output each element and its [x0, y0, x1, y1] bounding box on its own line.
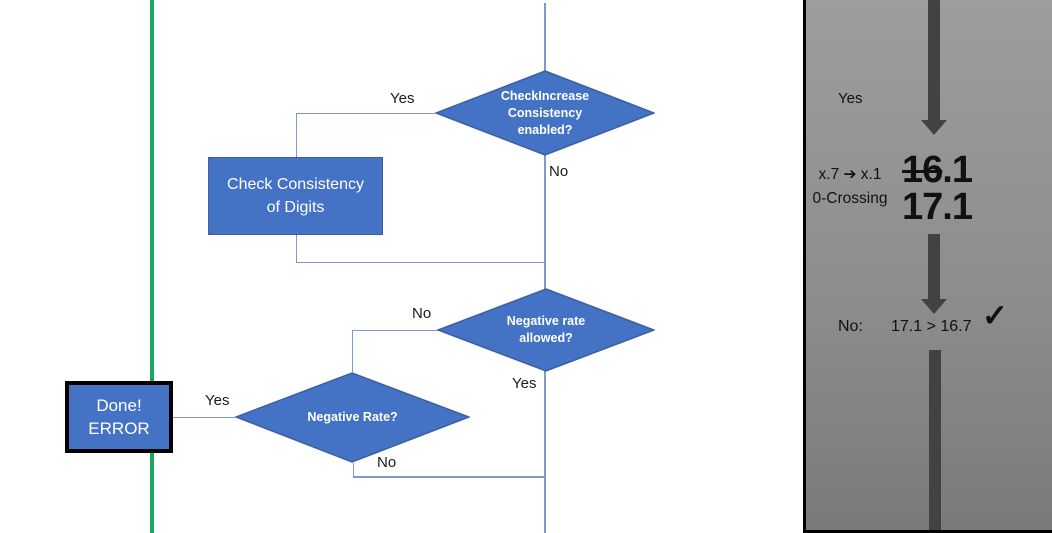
connector-yes1-vertical — [295, 113, 297, 157]
decision-negative-rate-allowed: Negative rate allowed? — [437, 288, 655, 372]
connector-return-horizontal — [296, 261, 545, 263]
label-no-check-increase: No — [549, 163, 569, 180]
terminator-text-line: Done! — [96, 396, 142, 415]
side-panel: Yes x.7 ➔ x.1 0-Crossing 16.1 17.1 No: 1… — [803, 0, 1052, 533]
connector-yes1-horizontal — [296, 112, 435, 114]
connector-process-down — [295, 235, 297, 263]
decision-text-line: Consistency — [507, 105, 583, 120]
connector-no2-horizontal — [352, 329, 440, 331]
diamond-shape — [235, 372, 470, 463]
process-text-line: Check Consistency — [227, 176, 364, 193]
down-arrow-1-icon — [921, 120, 947, 135]
decision-text-line: Negative rate — [506, 314, 586, 328]
down-arrow-1-shaft — [928, 0, 940, 121]
old-value: 16.1 — [902, 149, 973, 191]
label-no-negative-rate: No — [377, 454, 397, 471]
value-correction: 16.1 17.1 — [902, 149, 973, 228]
connector-no3-horizontal — [353, 476, 545, 478]
green-vertical-line — [150, 0, 154, 533]
rule-annotation: x.7 ➔ x.1 0-Crossing — [806, 163, 894, 211]
terminator-text-line: ERROR — [88, 419, 150, 438]
decision-text-line: allowed? — [519, 331, 573, 345]
new-value: 17.1 — [902, 186, 973, 228]
decision-negative-rate-text: Negative Rate? — [235, 372, 470, 463]
checkmark-icon: ✓ — [982, 298, 1008, 333]
down-arrow-3-shaft — [929, 350, 941, 530]
process-check-consistency: Check Consistency of Digits — [208, 157, 383, 235]
decision-check-increase-text: CheckIncrease Consistency enabled? — [435, 70, 655, 156]
process-text-line: of Digits — [266, 199, 325, 216]
rule-line-2: 0-Crossing — [812, 190, 888, 207]
connector-yes3-horizontal — [173, 416, 235, 418]
rule-line-1: x.7 ➔ x.1 — [818, 166, 882, 183]
old-value-rest: .1 — [942, 149, 973, 191]
panel-yes-label: Yes — [838, 90, 863, 107]
connector-no2-vertical — [351, 330, 353, 372]
connector-no3-vertical — [352, 463, 354, 477]
down-arrow-2-icon — [921, 299, 947, 314]
decision-text-line: enabled? — [517, 122, 573, 137]
diamond-shape — [437, 288, 655, 372]
diamond-shape — [435, 70, 655, 156]
decision-text-line: Negative Rate? — [307, 410, 398, 424]
terminator-done-error: Done! ERROR — [65, 381, 173, 453]
comparison-expression: 17.1 > 16.7 — [891, 318, 972, 335]
label-yes-check-increase: Yes — [390, 90, 415, 107]
decision-negative-rate-allowed-text: Negative rate allowed? — [437, 288, 655, 372]
decision-text-line: CheckIncrease — [500, 88, 590, 103]
label-yes-negative-rate: Yes — [205, 392, 230, 409]
decision-negative-rate: Negative Rate? — [235, 372, 470, 463]
decision-check-increase-consistency: CheckIncrease Consistency enabled? — [435, 70, 655, 156]
label-no-negative-rate-allowed: No — [412, 305, 432, 322]
connector-main-vertical — [544, 3, 546, 533]
down-arrow-2-shaft — [928, 234, 940, 300]
comparison-no-label: No: — [838, 318, 863, 335]
label-yes-negative-rate-allowed: Yes — [512, 375, 537, 392]
old-value-struck: 16 — [902, 149, 943, 191]
